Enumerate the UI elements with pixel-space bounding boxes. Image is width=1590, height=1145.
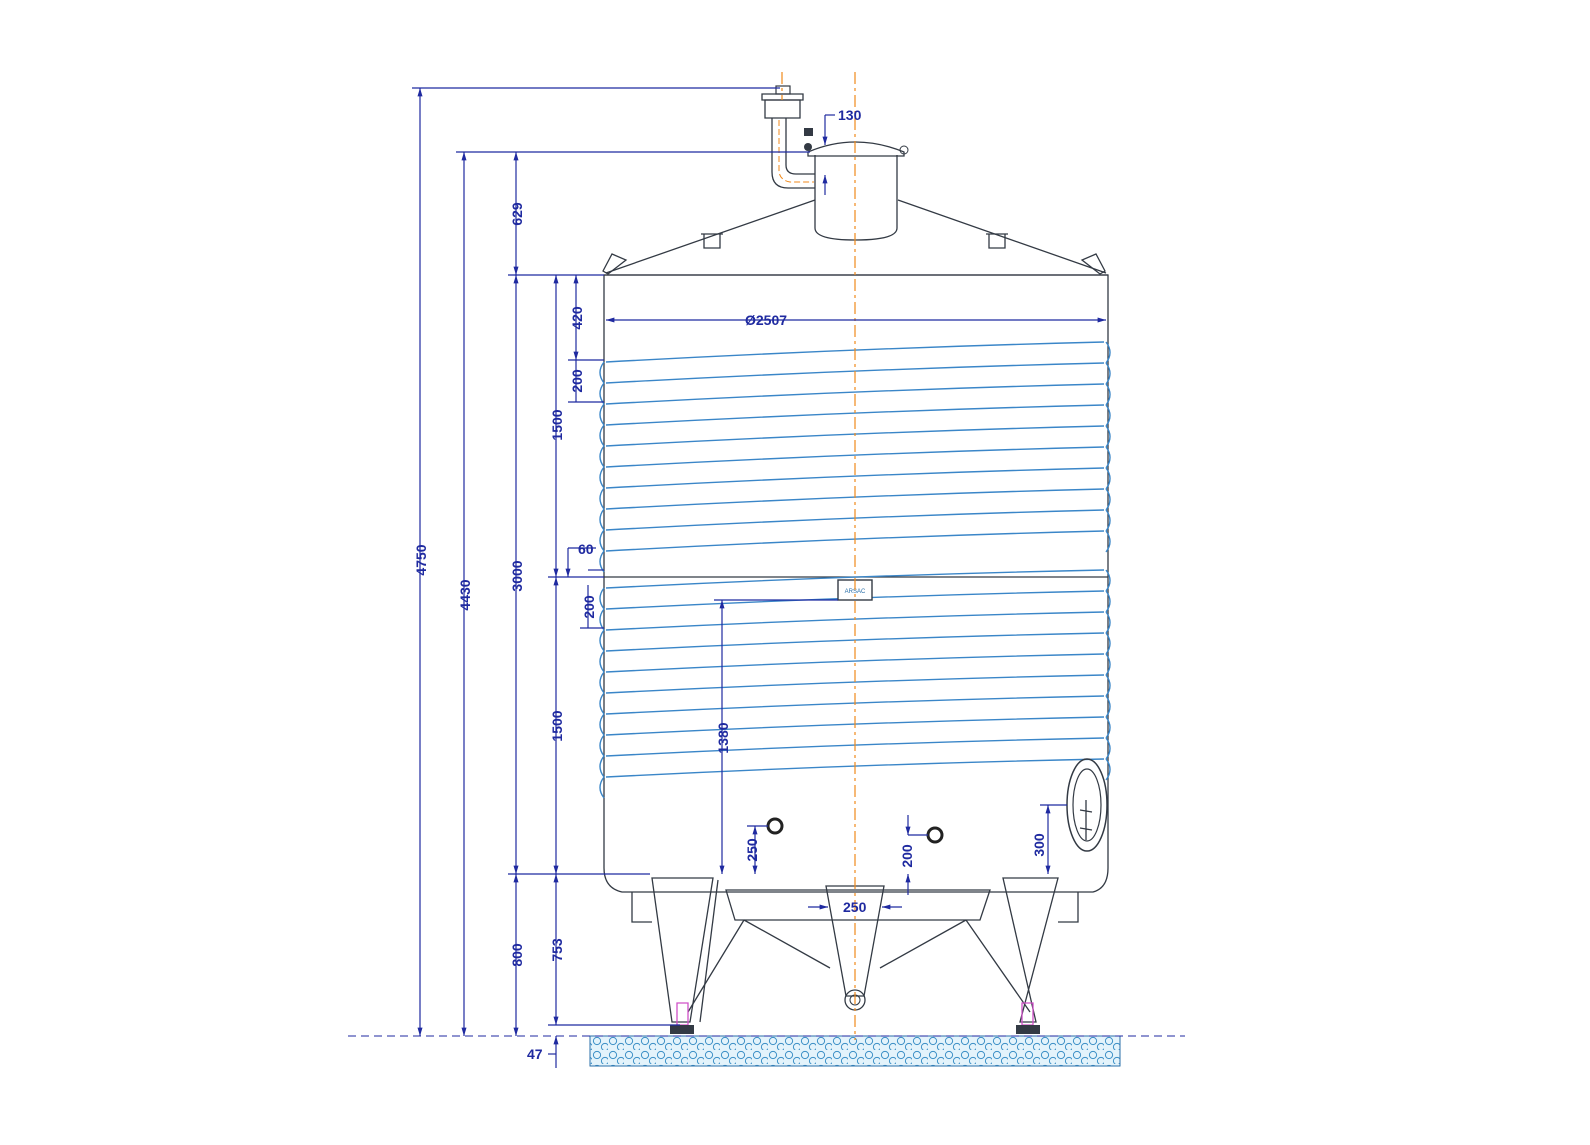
dim-coil-pitch-lower: 200 [581, 595, 597, 619]
coil-bend [599, 587, 605, 610]
coil-bend [1105, 341, 1111, 364]
coil-bend [599, 776, 605, 799]
coil-line [605, 716, 1105, 736]
coil-bend [1105, 404, 1111, 427]
coil-bend [599, 529, 605, 552]
coil-bend [1105, 590, 1111, 613]
coil-line [605, 632, 1105, 652]
coil-line [605, 467, 1105, 489]
coil-bend [599, 734, 605, 757]
nameplate-text: ARSAC [845, 589, 866, 595]
coil-bend [1105, 653, 1111, 676]
coil-bend [1105, 425, 1111, 448]
coil-line [605, 362, 1105, 384]
coil-bend [1105, 716, 1111, 739]
cooling-jacket-upper [599, 341, 1111, 573]
coil-bend [1105, 530, 1111, 553]
coil-line [605, 737, 1105, 757]
side-door [1066, 758, 1108, 852]
tank-roof [602, 199, 1107, 275]
coil-line [605, 509, 1105, 531]
dimensions: 4750 4430 629 3000 800 1500 1500 753 420… [412, 87, 1106, 1068]
coil-line [605, 341, 1105, 363]
coil-bend [599, 424, 605, 447]
coil-bend [599, 508, 605, 531]
dim-outlet-left: 250 [744, 838, 760, 862]
coil-line [605, 674, 1105, 694]
vent-pipe [761, 85, 815, 189]
coil-bend [1105, 467, 1111, 490]
top-manway [804, 128, 909, 241]
dim-roof-height: 629 [509, 202, 525, 226]
coil-bend [599, 629, 605, 652]
coil-bend [599, 650, 605, 673]
dim-upper-jacket: 1500 [549, 409, 565, 440]
coil-bend [1105, 446, 1111, 469]
dim-drain-width: 250 [843, 899, 867, 915]
coil-line [605, 611, 1105, 631]
outlet-left [766, 817, 784, 835]
support-legs [631, 877, 1079, 1034]
coil-bend [1105, 611, 1111, 634]
coil-bend [1105, 674, 1111, 697]
coil-bend [1105, 383, 1111, 406]
coil-bend [599, 403, 605, 426]
dim-top-gap: 420 [569, 306, 585, 330]
dim-lower-jacket: 1500 [549, 710, 565, 741]
coil-line [605, 653, 1105, 673]
concrete-base [589, 1035, 1121, 1067]
dim-height-to-manway: 4430 [457, 579, 473, 610]
coil-line [605, 758, 1105, 778]
coil-bend [599, 671, 605, 694]
coil-bend [1105, 632, 1111, 655]
dim-jacket-separation: 60 [578, 541, 594, 557]
coil-bend [1105, 758, 1111, 781]
coil-line [605, 695, 1105, 715]
coil-line [605, 425, 1105, 447]
dim-door-offset: 300 [1031, 833, 1047, 857]
coil-line [605, 404, 1105, 426]
coil-line [605, 446, 1105, 468]
coil-line [605, 383, 1105, 405]
dim-coil-pitch-upper: 200 [569, 369, 585, 393]
coil-line [605, 488, 1105, 510]
dim-outlet-right: 200 [899, 844, 915, 868]
dim-total-height: 4750 [413, 544, 429, 575]
coil-line [605, 530, 1105, 552]
dim-manway-neck: 130 [838, 107, 862, 123]
coil-line [605, 569, 1105, 589]
coil-bend [1105, 737, 1111, 760]
cooling-jacket-lower [599, 569, 1111, 799]
coil-bend [1105, 509, 1111, 532]
coil-bend [599, 445, 605, 468]
coil-bend [599, 487, 605, 510]
coil-bend [599, 713, 605, 736]
coil-bend [1105, 488, 1111, 511]
outlet-right [926, 826, 944, 844]
coil-bend [1105, 569, 1111, 592]
coil-bend [599, 466, 605, 489]
coil-bend [1105, 362, 1111, 385]
dim-label-height: 1380 [715, 722, 731, 753]
coil-bend [599, 361, 605, 384]
dim-diameter: Ø2507 [745, 312, 787, 328]
dim-leg-inner: 753 [549, 938, 565, 962]
dim-leg-height: 800 [509, 943, 525, 967]
dim-base-plate: 47 [527, 1046, 543, 1062]
coil-bend [599, 755, 605, 778]
coil-bend [1105, 695, 1111, 718]
coil-bend [599, 692, 605, 715]
dim-shell-height: 3000 [509, 560, 525, 591]
